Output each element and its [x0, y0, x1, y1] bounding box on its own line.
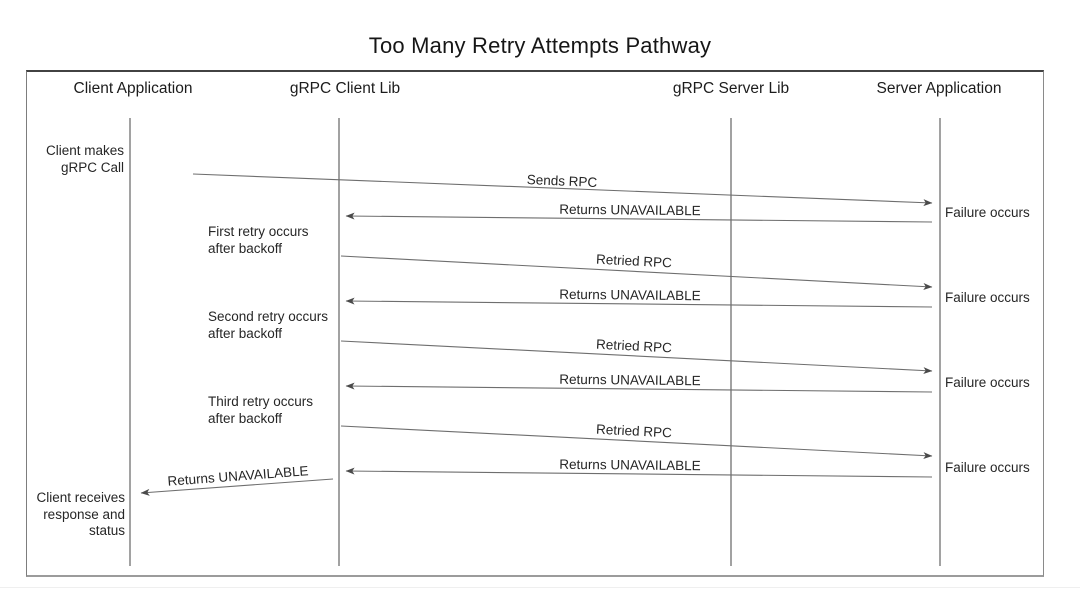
message-line-retried-rpc-2	[340, 340, 933, 375]
message-line-retried-rpc-3	[340, 425, 933, 460]
message-line-returns-unavailable-3	[345, 382, 933, 393]
message-line-retried-rpc-1	[340, 255, 933, 291]
note-client-receives-response: Client receives response and status	[36, 490, 125, 538]
message-label-returns-unavailable-1: Returns UNAVAILABLE	[559, 201, 701, 219]
actor-server-application: Server Application	[876, 80, 1002, 97]
message-line-returns-unavailable-2	[345, 297, 933, 308]
message-label-returns-unavailable-3: Returns UNAVAILABLE	[559, 371, 701, 389]
message-label-returns-unavailable-4: Returns UNAVAILABLE	[559, 456, 701, 474]
diagram-frame	[26, 70, 1044, 577]
actor-grpc-client-lib: gRPC Client Lib	[289, 80, 401, 97]
page-edge-divider	[0, 587, 1080, 588]
message-line-sends-rpc	[192, 173, 933, 207]
note-second-retry-after-backoff: Second retry occurs after backoff	[208, 309, 329, 341]
note-first-retry-after-backoff: First retry occurs after backoff	[208, 224, 309, 256]
message-label-sends-rpc: Sends RPC	[526, 172, 598, 190]
diagram-title: Too Many Retry Attempts Pathway	[368, 33, 712, 58]
note-third-retry-after-backoff: Third retry occurs after backoff	[208, 394, 314, 426]
message-line-returns-unavailable-4	[345, 467, 933, 478]
failure-occurs-label-4: Failure occurs	[945, 460, 1030, 475]
message-label-returns-unavailable-2: Returns UNAVAILABLE	[559, 286, 701, 304]
failure-occurs-label-1: Failure occurs	[945, 205, 1030, 220]
actor-client-application: Client Application	[73, 80, 193, 97]
failure-occurs-label-3: Failure occurs	[945, 375, 1030, 390]
actor-grpc-server-lib: gRPC Server Lib	[672, 80, 790, 97]
note-client-makes-grpc-call: Client makes gRPC Call	[45, 143, 124, 175]
message-line-returns-unavailable-1	[345, 212, 933, 223]
message-line-returns-unavailable-to-client	[140, 478, 334, 496]
failure-occurs-label-2: Failure occurs	[945, 290, 1030, 305]
